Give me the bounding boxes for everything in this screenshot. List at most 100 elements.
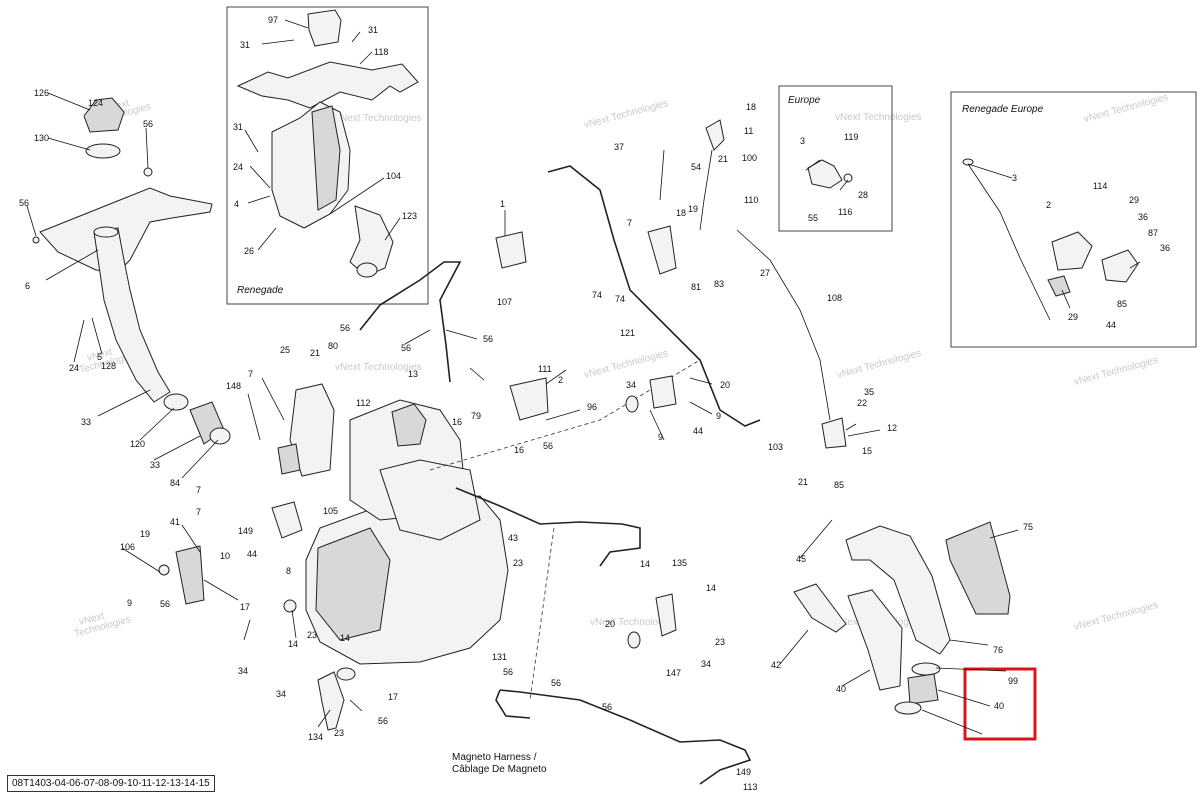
callout-label: 44 bbox=[247, 549, 257, 559]
callout-label: 130 bbox=[34, 133, 49, 143]
callout-label: 56 bbox=[551, 678, 561, 688]
part-37-knob bbox=[705, 119, 725, 151]
part-34-gear bbox=[336, 667, 356, 681]
callout-label: 56 bbox=[503, 667, 513, 677]
callout-label: 21 bbox=[310, 348, 320, 358]
part-75-duct bbox=[845, 525, 951, 655]
watermark: vNext Technologies bbox=[335, 113, 422, 124]
part-104-duct bbox=[311, 105, 341, 211]
callout-label: 84 bbox=[170, 478, 180, 488]
callout-label: 120 bbox=[130, 439, 145, 449]
part-148-ecu-bracket bbox=[289, 383, 335, 477]
callout-label: 3 bbox=[1012, 173, 1017, 183]
callout-label: 34 bbox=[701, 659, 711, 669]
part-105-module bbox=[271, 501, 303, 539]
callout-label: 56 bbox=[378, 716, 388, 726]
callout-label: 23 bbox=[513, 558, 523, 568]
callout-label: 106 bbox=[120, 542, 135, 552]
callout-label: 4 bbox=[234, 199, 239, 209]
watermark: vNext Technologies bbox=[835, 112, 922, 123]
callout-label: 100 bbox=[742, 153, 757, 163]
callout-label: 9 bbox=[658, 432, 663, 442]
callout-label: 24 bbox=[233, 162, 243, 172]
part-85-bracket bbox=[1047, 275, 1071, 297]
air-intake-assembly bbox=[32, 97, 231, 445]
callout-label: 25 bbox=[280, 345, 290, 355]
part-135-bracket bbox=[655, 593, 677, 637]
callout-label: 9 bbox=[127, 598, 132, 608]
callout-label: 16 bbox=[452, 417, 462, 427]
callout-label: 7 bbox=[196, 507, 201, 517]
inset-renegade: Renegade bbox=[226, 6, 429, 305]
callout-label: 10 bbox=[220, 551, 230, 561]
inset-renegade-europe: Renegade Europe bbox=[950, 91, 1197, 348]
callout-label: 21 bbox=[718, 154, 728, 164]
part-56-nut bbox=[143, 167, 153, 177]
callout-label: 23 bbox=[715, 637, 725, 647]
watermark: vNext Technologies bbox=[583, 98, 669, 131]
callout-label: 21 bbox=[798, 477, 808, 487]
callout-label: 76 bbox=[993, 645, 1003, 655]
diagram-reference-code: 08T1403-04-06-07-08-09-10-11-12-13-14-15 bbox=[7, 775, 215, 792]
callout-label: 118 bbox=[374, 47, 388, 57]
part-42-duct bbox=[847, 589, 903, 691]
callout-label: 41 bbox=[170, 517, 180, 527]
magneto-harness-branch bbox=[495, 689, 531, 719]
callout-label: 54 bbox=[691, 162, 701, 172]
part-126-cap bbox=[83, 97, 125, 133]
callout-labels: 97 31 31 118 31 24 4 104 123 26 126 130 … bbox=[19, 15, 1170, 792]
callout-label: 74 bbox=[615, 294, 625, 304]
callout-label: 45 bbox=[796, 554, 806, 564]
cables bbox=[359, 165, 831, 785]
part-128-top bbox=[93, 226, 119, 238]
callout-label: 126 bbox=[34, 88, 49, 98]
callout-label: 149 bbox=[238, 526, 253, 536]
part-45-panel bbox=[945, 521, 1011, 615]
callout-label: 113 bbox=[743, 782, 757, 792]
callout-label: 7 bbox=[248, 369, 253, 379]
callout-label: 17 bbox=[388, 692, 398, 702]
part-107-harness bbox=[359, 261, 462, 383]
callout-label: 11 bbox=[744, 126, 753, 136]
harness-leader bbox=[529, 527, 555, 701]
callout-label: 36 bbox=[1138, 212, 1148, 222]
part-84-switch bbox=[495, 231, 527, 269]
callout-label: 107 bbox=[497, 297, 512, 307]
engine-throttle-body bbox=[391, 403, 427, 447]
callout-label: 15 bbox=[862, 446, 872, 456]
callout-label: 56 bbox=[340, 323, 350, 333]
part-128-intake-tube bbox=[93, 227, 171, 403]
callout-label: 56 bbox=[543, 441, 553, 451]
callout-label: 19 bbox=[140, 529, 150, 539]
part-110-lever bbox=[647, 225, 677, 275]
callout-label: 23 bbox=[307, 630, 317, 640]
callout-label: 40 bbox=[836, 684, 846, 694]
part-40-clamp bbox=[894, 701, 922, 715]
magneto-harness-label: Magneto Harness / bbox=[452, 752, 537, 763]
callout-label: 56 bbox=[602, 702, 612, 712]
part-33-clamp bbox=[163, 393, 189, 411]
callout-label: 116 bbox=[838, 207, 852, 217]
part-106-grommet bbox=[158, 564, 170, 576]
callout-label: 134 bbox=[308, 732, 323, 742]
part-33-clamp-2 bbox=[209, 427, 231, 445]
watermark: vNext Technologies bbox=[1073, 355, 1159, 388]
callout-label: 43 bbox=[508, 533, 518, 543]
callout-label: 18 bbox=[676, 208, 686, 218]
callout-label: 81 bbox=[691, 282, 701, 292]
callout-label: 124 bbox=[88, 98, 103, 108]
part-103-bracket bbox=[821, 417, 847, 449]
part-18-rod bbox=[699, 149, 713, 231]
part-114-lever bbox=[1051, 231, 1093, 271]
callout-label: 13 bbox=[408, 369, 418, 379]
callout-label: 83 bbox=[714, 279, 724, 289]
part-97-cover bbox=[307, 9, 342, 47]
callout-label: 149 bbox=[736, 767, 751, 777]
part-41-plate bbox=[175, 545, 205, 605]
callout-label: 56 bbox=[483, 334, 493, 344]
callout-label: 9 bbox=[716, 411, 721, 421]
engine-assembly bbox=[158, 383, 509, 731]
callout-label: 96 bbox=[587, 402, 597, 412]
callout-label: 29 bbox=[1129, 195, 1139, 205]
watermark: vNext Technologies bbox=[590, 617, 677, 628]
